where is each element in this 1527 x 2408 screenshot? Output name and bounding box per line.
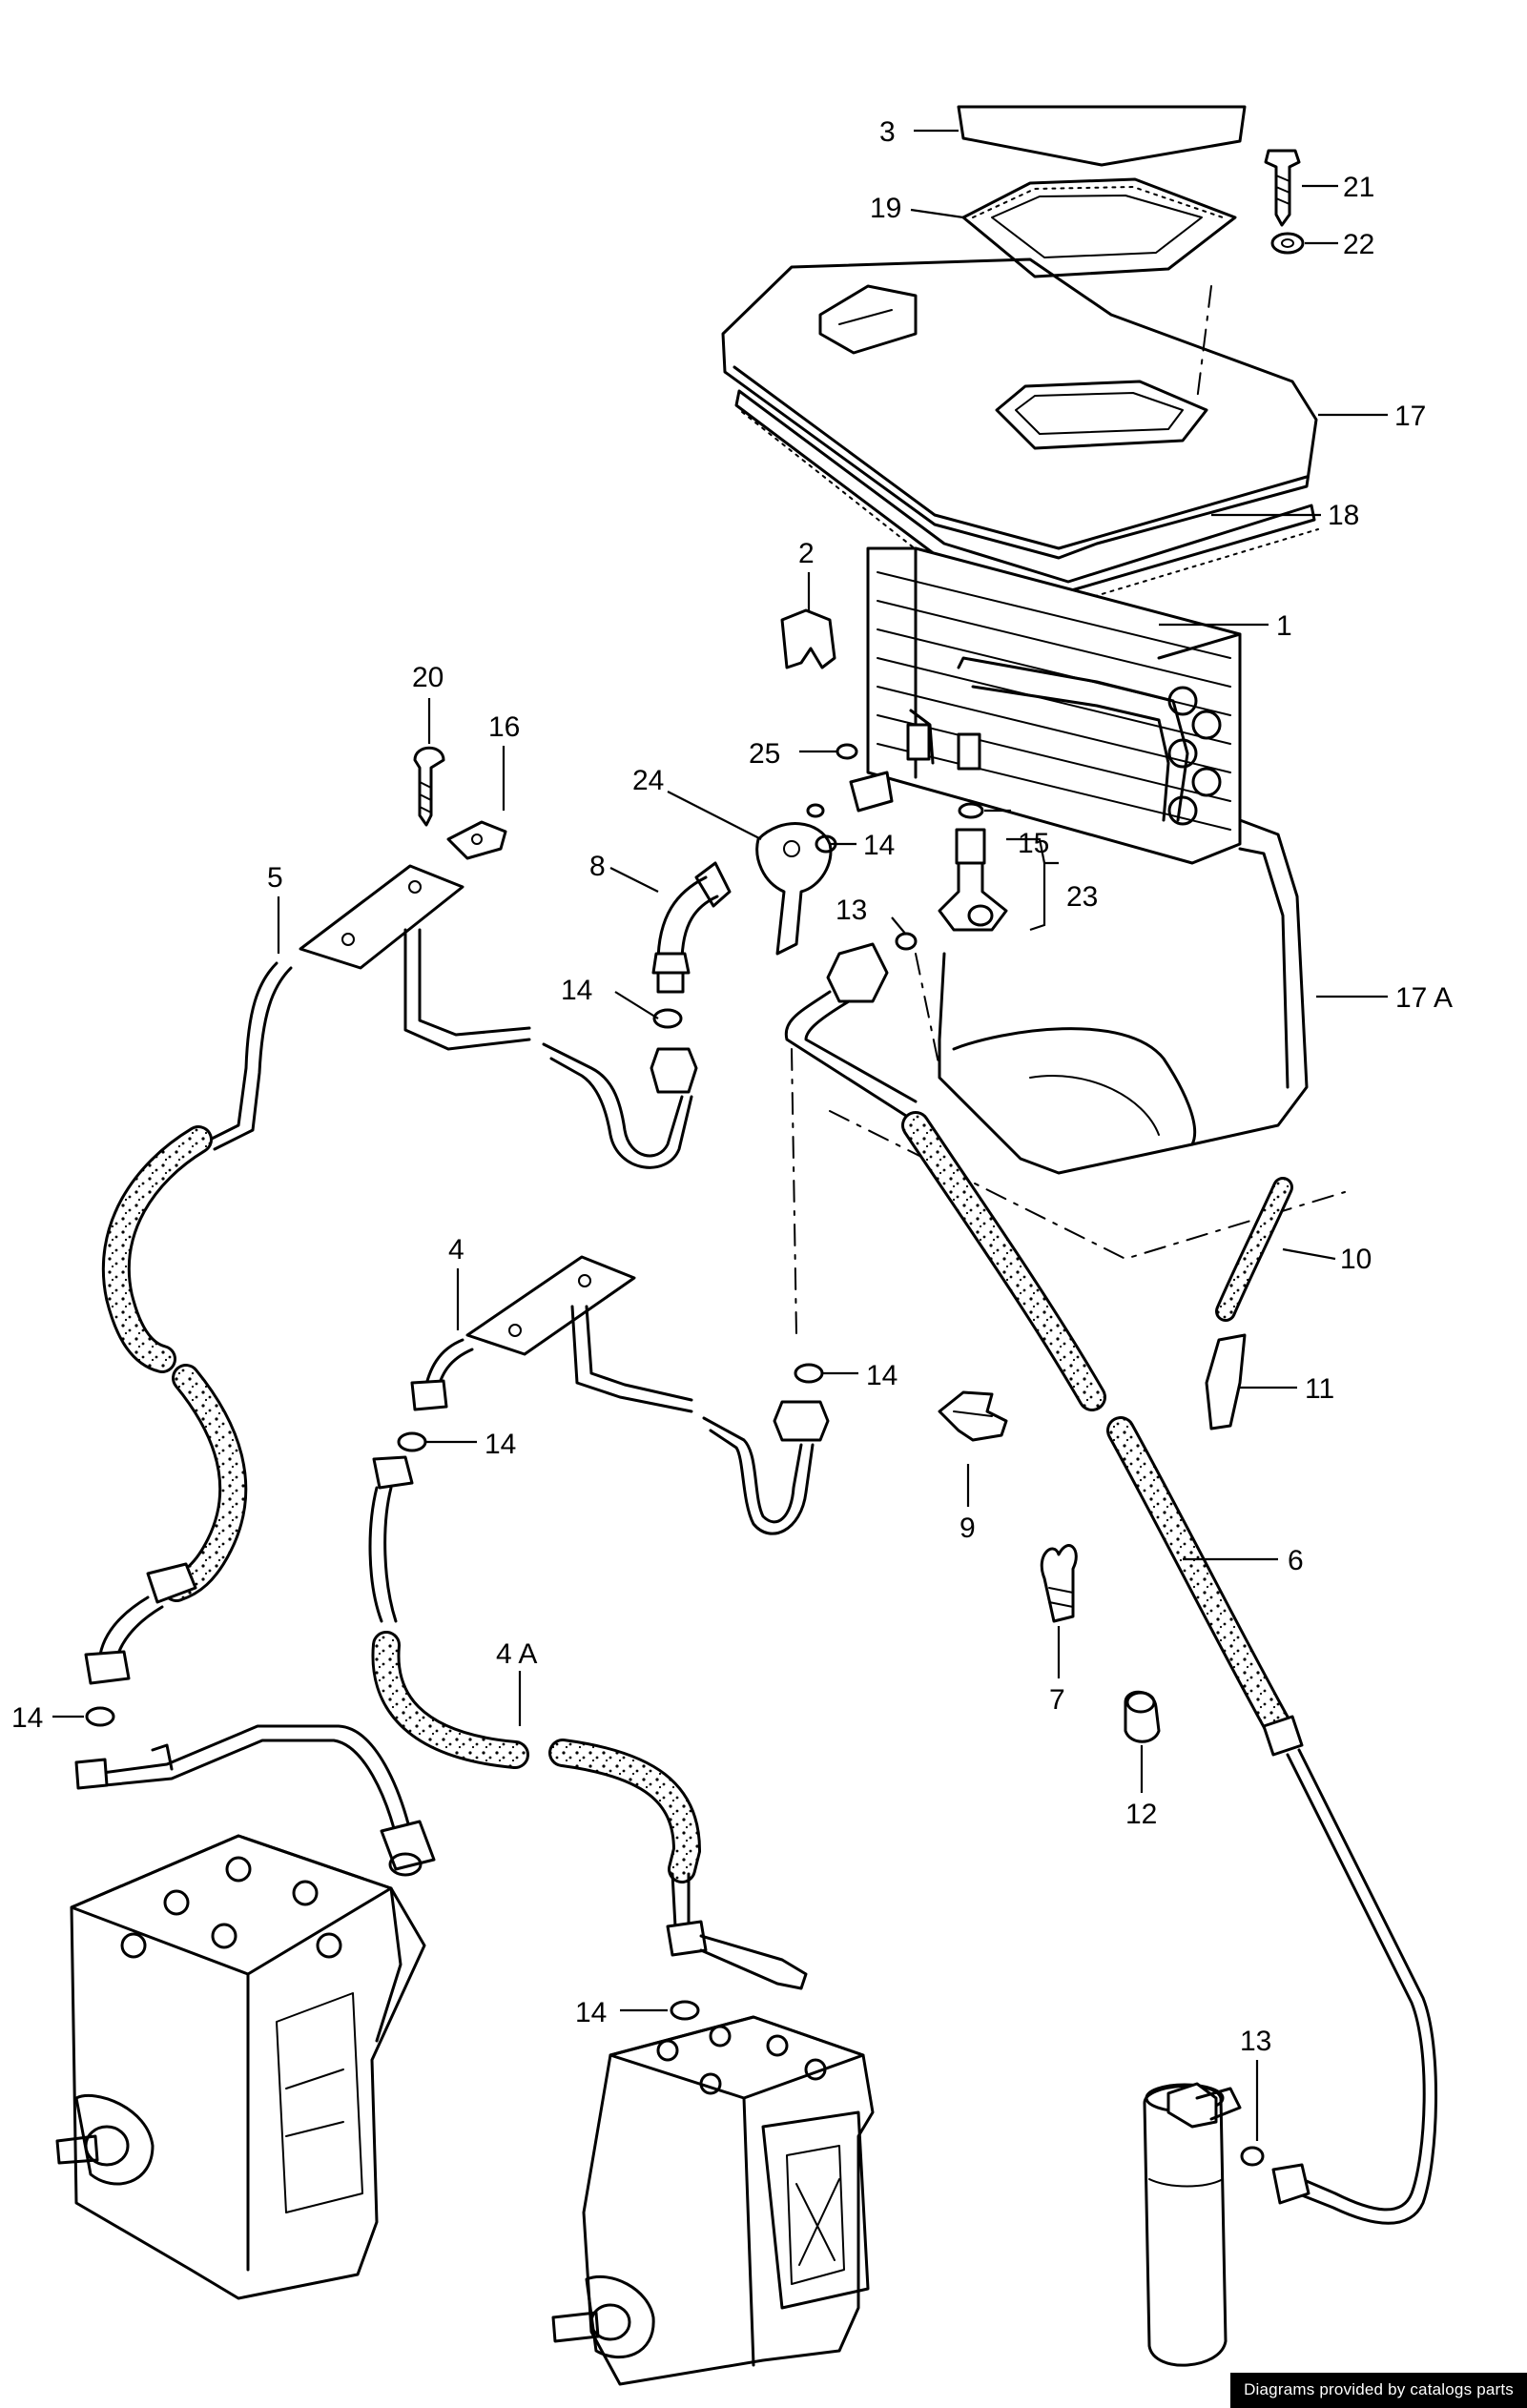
label-23: 23 — [1066, 881, 1098, 913]
part-5-pipe-assembly — [198, 864, 698, 1169]
credit-badge: Diagrams provided by catalogs parts — [1230, 2373, 1527, 2408]
part-4A-pipe-hose — [368, 1455, 808, 1990]
part-2-clip — [780, 608, 836, 669]
receiver-dryer — [1143, 2082, 1265, 2367]
label-13: 13 — [836, 895, 867, 926]
part-7-clamp — [1040, 1544, 1078, 1623]
part-20-screw — [413, 746, 445, 827]
part-14-o-rings — [85, 834, 837, 2021]
compressor-bottom — [551, 2015, 875, 2386]
part-4-pipe-assembly — [410, 1255, 830, 1535]
label-11: 11 — [1305, 1373, 1334, 1405]
label-7: 7 — [1049, 1684, 1065, 1716]
part-10-drain-hose — [1215, 1177, 1293, 1322]
label-14: 14 — [11, 1702, 43, 1734]
leader-lines — [52, 129, 1388, 2141]
label-18: 18 — [1328, 500, 1359, 531]
part-23-fitting — [938, 861, 1008, 932]
part-5-hose — [84, 1125, 248, 1685]
part-3-cover-plate — [957, 105, 1247, 167]
label-12: 12 — [1125, 1799, 1157, 1830]
label-8: 8 — [589, 851, 606, 882]
callout-labels: 3 19 21 22 17 18 1 2 20 16 25 24 14 15 8… — [11, 116, 1453, 2057]
label-14: 14 — [866, 1360, 898, 1391]
label-24: 24 — [632, 765, 664, 796]
part-6-hose — [784, 942, 1438, 2225]
part-19-gasket — [961, 177, 1237, 278]
label-5: 5 — [267, 862, 283, 894]
label-10: 10 — [1340, 1244, 1372, 1275]
label-21: 21 — [1343, 172, 1374, 203]
label-17A: 17 A — [1395, 982, 1453, 1014]
label-4: 4 — [448, 1234, 464, 1266]
part-1-evaporator — [866, 546, 1242, 865]
label-13: 13 — [1240, 2026, 1271, 2057]
label-17: 17 — [1394, 401, 1426, 432]
part-11-sleeve — [1205, 1333, 1247, 1430]
label-3: 3 — [879, 116, 896, 148]
part-25-o-ring — [836, 743, 858, 760]
label-14: 14 — [485, 1429, 516, 1460]
label-14: 14 — [575, 1997, 607, 2028]
label-6: 6 — [1288, 1545, 1304, 1576]
part-suction-line-left — [74, 1724, 436, 1877]
part-9-clip — [938, 1390, 1008, 1442]
compressor-left — [55, 1834, 426, 2300]
part-17-housing-top — [721, 257, 1319, 604]
label-2: 2 — [798, 538, 815, 569]
part-21-screw — [1264, 149, 1301, 227]
part-16-clip-nut — [446, 820, 507, 860]
label-22: 22 — [1343, 229, 1374, 260]
label-4A: 4 A — [496, 1638, 537, 1670]
label-16: 16 — [488, 711, 520, 743]
part-17A-housing-lower — [938, 818, 1309, 1175]
label-14: 14 — [561, 975, 592, 1006]
label-25: 25 — [749, 738, 780, 770]
label-15: 15 — [1018, 828, 1049, 859]
part-8-elbow — [651, 861, 732, 994]
part-13-o-ring-upper — [895, 932, 918, 951]
part-12-grommet — [1124, 1690, 1161, 1743]
label-9: 9 — [960, 1513, 976, 1544]
label-19: 19 — [870, 193, 901, 224]
label-1: 1 — [1276, 610, 1292, 642]
part-24-seal — [755, 803, 833, 956]
label-14: 14 — [863, 830, 895, 861]
part-15-fitting — [849, 771, 986, 865]
label-20: 20 — [412, 662, 444, 693]
part-22-washer — [1270, 232, 1305, 255]
